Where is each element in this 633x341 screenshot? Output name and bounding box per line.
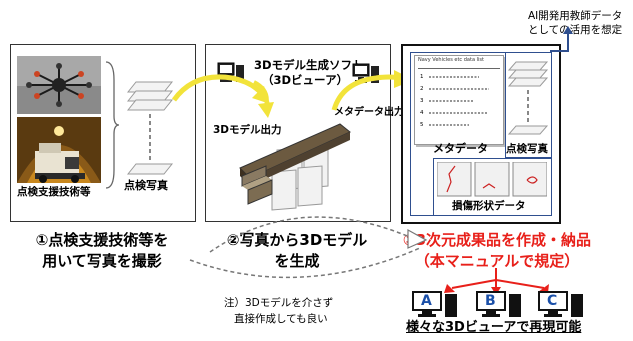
metadata-document: Navy Vehicles etc data list 1 2 3 4 5 (414, 55, 504, 145)
step1-caption-line2: 用いて写真を撮影 (42, 252, 162, 270)
step3-caption-line1: ③3次元成果品を作成・納品 (402, 231, 592, 249)
brace (105, 61, 120, 189)
viewer-a-label: A (421, 293, 432, 309)
metadata-row-3: 3 (420, 98, 424, 104)
computer-icon-2 (352, 63, 379, 83)
inspection-photos-label: 点検写真 (124, 179, 168, 192)
step2-caption-line2: を生成 (274, 252, 320, 270)
photo-stack-icon-2 (507, 61, 549, 135)
metadata-label: メタデータ (433, 142, 488, 155)
model-output-label: 3Dモデル出力 (213, 124, 282, 136)
damage-data-subframe (433, 158, 552, 216)
viewer-b: B (476, 291, 524, 317)
bypass-dashed-arrow (189, 216, 428, 279)
inspection-photos-label-2: 点検写真 (506, 143, 548, 155)
metadata-doc-header: Navy Vehicles etc data list (418, 57, 484, 63)
viewer-c-label: C (547, 293, 558, 309)
tunnel-truck-photo (17, 117, 101, 183)
photos-subframe (505, 52, 552, 158)
metadata-row-5: 5 (420, 122, 424, 128)
metadata-row-2: 2 (420, 86, 424, 92)
ai-usage-line1: AI開発用教師データ (528, 10, 623, 22)
software-name-line2: （3Dビューア） (262, 73, 349, 87)
viewers-caption: 様々な3Dビューアで再現可能 (406, 320, 582, 335)
ai-usage-line2: としての活用を想定 (528, 24, 623, 36)
inspection-tech-label: 点検支援技術等 (17, 186, 91, 198)
step1-caption-line1: ①点検支援技術等を (35, 231, 169, 249)
metadata-row-4: 4 (420, 110, 424, 116)
viewer-a: A (412, 291, 460, 317)
yellow-arrow-software-to-model (253, 80, 274, 118)
damage-shape-thumbnails (437, 162, 547, 197)
note-line1: 注）3Dモデルを介さず (224, 297, 334, 309)
viewer-b-label: B (485, 293, 496, 309)
photo-stack-icon (126, 81, 174, 175)
step2-caption-line1: ②写真から3Dモデル (226, 231, 368, 249)
metadata-output-label: メタデータ出力 (334, 107, 404, 118)
note-line2: 直接作成しても良い (234, 313, 328, 325)
metadata-row-1: 1 (420, 74, 424, 80)
damage-data-label: 損傷形状データ (452, 200, 526, 212)
drone-photo (17, 56, 101, 114)
viewer-c: C (538, 291, 586, 317)
bridge-3d-model (239, 123, 351, 211)
ai-usage-arrow (550, 26, 573, 52)
software-name-line1: 3Dモデル生成ソフト (254, 58, 364, 72)
step3-caption-line2: （本マニュアルで規定） (414, 252, 580, 270)
